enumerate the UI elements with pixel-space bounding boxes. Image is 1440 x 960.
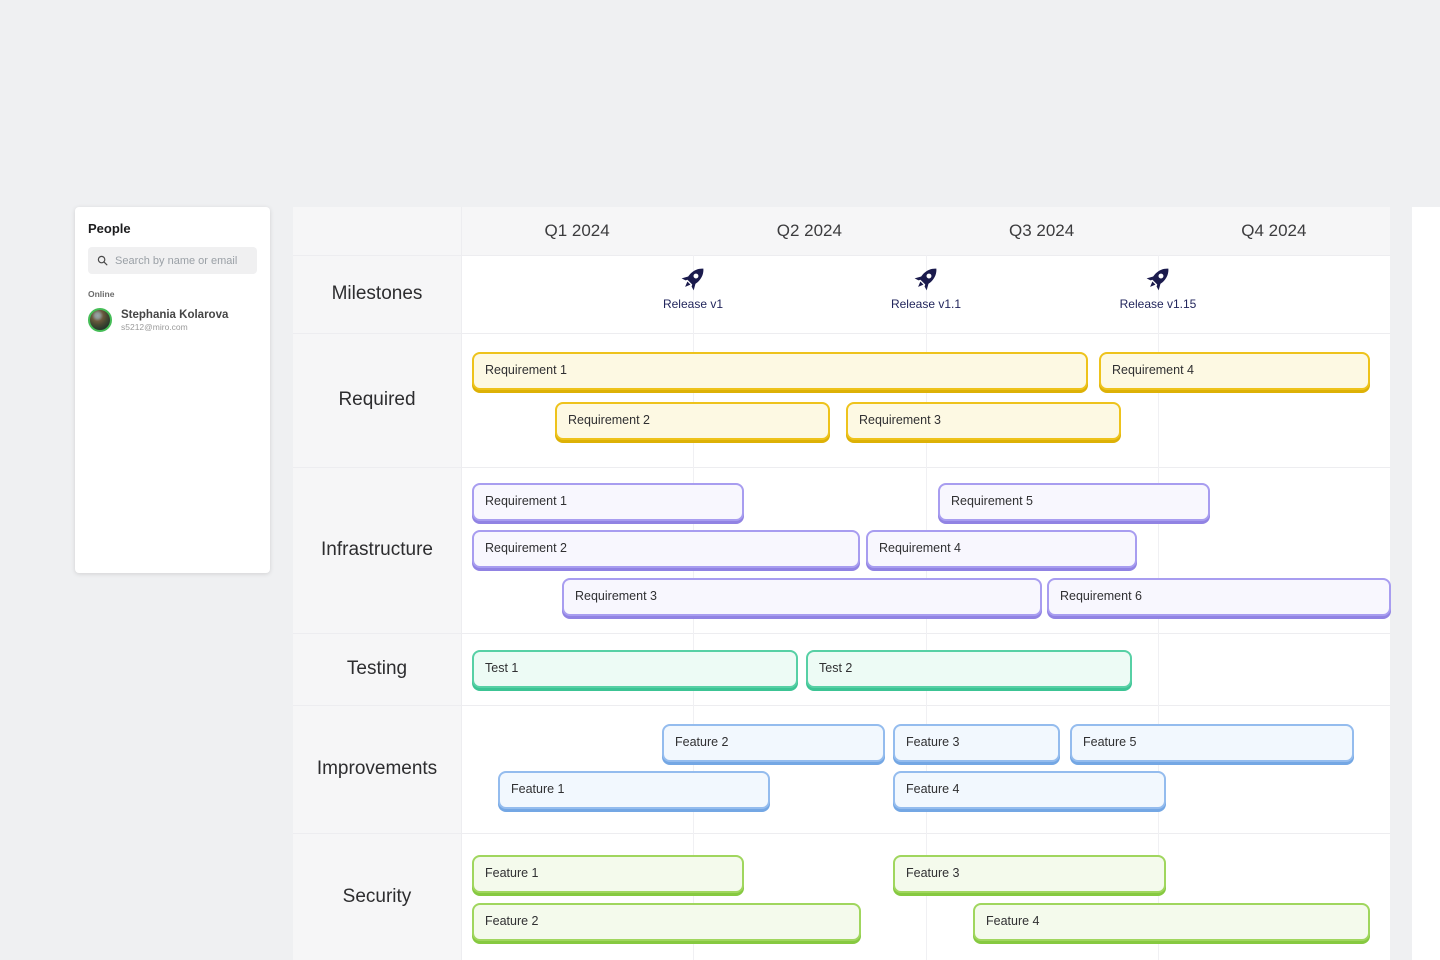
milestone-label: Release v1.15 <box>1119 297 1197 311</box>
roadmap-bar[interactable]: Feature 2 <box>472 903 861 941</box>
milestone-label: Release v1.1 <box>890 297 962 311</box>
quarter-header: Q3 2024 <box>1009 221 1075 240</box>
row-label-testing: Testing <box>346 658 408 679</box>
row-divider <box>293 833 1390 834</box>
roadmap-bar[interactable]: Requirement 1 <box>472 352 1088 390</box>
milestone[interactable]: Release v1.1 <box>861 263 991 311</box>
roadmap-bar[interactable]: Requirement 3 <box>846 402 1121 440</box>
row-label-improvements: Improvements <box>316 758 438 779</box>
quarter-header-row <box>293 207 1390 255</box>
roadmap-bar[interactable]: Feature 4 <box>893 771 1166 809</box>
roadmap-bar[interactable]: Test 1 <box>472 650 798 688</box>
roadmap-bar[interactable]: Feature 3 <box>893 855 1166 893</box>
roadmap-bar[interactable]: Feature 3 <box>893 724 1060 762</box>
roadmap-bar[interactable]: Feature 1 <box>472 855 744 893</box>
search-icon <box>97 255 108 266</box>
milestone[interactable]: Release v1 <box>628 263 758 311</box>
people-panel-title: People <box>88 221 131 236</box>
row-label-infrastructure: Infrastructure <box>321 539 433 560</box>
row-label-milestones: Milestones <box>331 283 423 304</box>
people-search[interactable] <box>88 247 257 274</box>
roadmap-bar[interactable]: Feature 5 <box>1070 724 1354 762</box>
roadmap-bar[interactable]: Feature 4 <box>973 903 1370 941</box>
online-section-label: Online <box>88 289 115 299</box>
row-divider <box>293 633 1390 634</box>
roadmap-bar[interactable]: Test 2 <box>806 650 1132 688</box>
user-list-item[interactable]: Stephania Kolarova s5212@miro.com <box>88 308 257 332</box>
avatar <box>88 308 112 332</box>
roadmap-bar[interactable]: Requirement 4 <box>866 530 1137 568</box>
roadmap-bar[interactable]: Feature 1 <box>498 771 770 809</box>
roadmap-bar[interactable]: Requirement 1 <box>472 483 744 521</box>
roadmap-bar[interactable]: Requirement 5 <box>938 483 1210 521</box>
row-divider <box>293 333 1390 334</box>
rocket-icon <box>914 268 936 291</box>
quarter-header: Q1 2024 <box>544 221 610 240</box>
row-divider <box>293 255 1390 256</box>
roadmap-bar[interactable]: Feature 2 <box>662 724 885 762</box>
row-label-security: Security <box>342 885 412 907</box>
label-column-divider <box>461 207 462 960</box>
adjacent-frame-edge <box>1412 207 1440 960</box>
row-label-required: Required <box>338 389 416 410</box>
roadmap-bar[interactable]: Requirement 3 <box>562 578 1042 616</box>
user-name: Stephania Kolarova <box>121 308 229 321</box>
user-email: s5212@miro.com <box>121 321 188 332</box>
roadmap-bar[interactable]: Requirement 2 <box>555 402 830 440</box>
milestone-label: Release v1 <box>662 297 724 311</box>
row-divider <box>293 705 1390 706</box>
quarter-header: Q2 2024 <box>776 221 842 240</box>
row-label-column <box>293 207 461 960</box>
rocket-icon <box>681 268 703 291</box>
roadmap-bar[interactable]: Requirement 2 <box>472 530 860 568</box>
people-search-input[interactable] <box>115 254 248 267</box>
roadmap-bar[interactable]: Requirement 4 <box>1099 352 1370 390</box>
row-divider <box>293 467 1390 468</box>
people-panel: People Online Stephania Kolarova s5212@m… <box>75 207 270 573</box>
quarter-header: Q4 2024 <box>1241 221 1307 240</box>
milestone[interactable]: Release v1.15 <box>1093 263 1223 311</box>
rocket-icon <box>1146 268 1168 291</box>
roadmap-bar[interactable]: Requirement 6 <box>1047 578 1391 616</box>
